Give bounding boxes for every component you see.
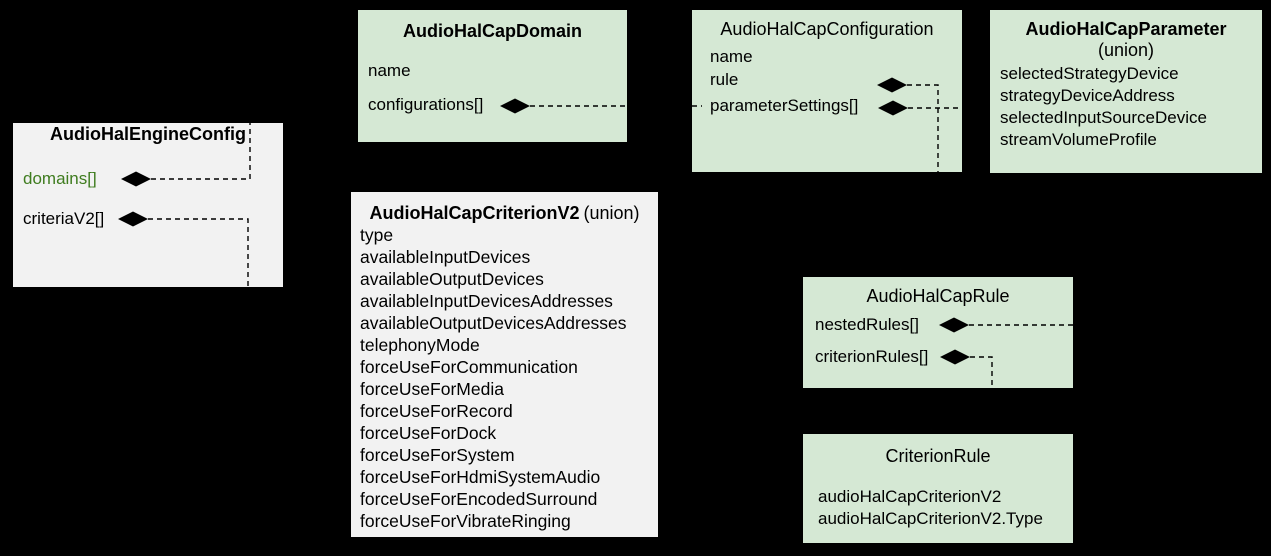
class-box-criterionrule: CriterionRule audioHalCapCriterionV2 aud… [803, 434, 1073, 543]
field-domains: domains[] [23, 169, 97, 188]
class-box-audiohalcapcriterionv2: AudioHalCapCriterionV2(union) type avail… [351, 192, 658, 537]
field-selectedinputsourcedevice: selectedInputSourceDevice [1000, 108, 1207, 127]
class-title: AudioHalCapRule [866, 286, 1010, 306]
field-availableoutputdevices: availableOutputDevices [360, 269, 544, 289]
field-criterionrules: criterionRules[] [815, 347, 929, 366]
field-telephonymode: telephonyMode [360, 335, 480, 355]
field-selectedstrategydevice: selectedStrategyDevice [1000, 64, 1179, 83]
field-forceuseforrecord: forceUseForRecord [360, 401, 513, 421]
field-forceuseforsystem: forceUseForSystem [360, 445, 515, 465]
class-subtitle-union: (union) [1097, 40, 1155, 60]
field-forceuseformedia: forceUseForMedia [360, 379, 504, 399]
field-forceuseforvibrateringing: forceUseForVibrateRinging [360, 511, 571, 531]
field-name: name [368, 61, 411, 80]
field-availableinputdevices: availableInputDevices [360, 247, 531, 267]
class-title: AudioHalEngineConfig [50, 124, 246, 144]
field-type: type [360, 225, 394, 245]
class-box-audiohalcapparameter: AudioHalCapParameter (union) selectedStr… [990, 10, 1262, 173]
class-title-name: AudioHalCapCriterionV2 [369, 203, 580, 223]
field-parametersettings: parameterSettings[] [710, 96, 859, 115]
field-forceuseforencodedsurround: forceUseForEncodedSurround [360, 489, 598, 509]
class-box-audiohalcapdomain: AudioHalCapDomain name configurations[] [358, 10, 627, 142]
class-title: AudioHalCapCriterionV2(union) [351, 202, 658, 224]
class-title: AudioHalCapConfiguration [720, 19, 934, 39]
class-box-audiohalcaprule: AudioHalCapRule nestedRules[] criterionR… [803, 277, 1073, 388]
field-availableoutputdevicesaddresses: availableOutputDevicesAddresses [360, 313, 627, 333]
class-subtitle-union: (union) [583, 203, 640, 223]
field-streamvolumeprofile: streamVolumeProfile [1000, 130, 1157, 149]
field-forceuseforcommunication: forceUseForCommunication [360, 357, 578, 377]
field-strategydeviceaddress: strategyDeviceAddress [1000, 86, 1175, 105]
field-availableinputdevicesaddresses: availableInputDevicesAddresses [360, 291, 613, 311]
class-box-audiohalcapconfiguration: AudioHalCapConfiguration name rule param… [692, 10, 962, 172]
class-title: CriterionRule [885, 446, 991, 466]
class-box-audiohalengineconfig: AudioHalEngineConfig domains[] criteriaV… [13, 123, 283, 287]
field-forceuseforhdmisystemaudio: forceUseForHdmiSystemAudio [360, 467, 601, 487]
field-configurations: configurations[] [368, 95, 484, 114]
field-nestedrules: nestedRules[] [815, 315, 919, 334]
field-audiohalcapcriterionv2: audioHalCapCriterionV2 [818, 487, 1002, 506]
field-name: name [710, 47, 753, 66]
field-audiohalcapcriterionv2-type: audioHalCapCriterionV2.Type [818, 509, 1043, 528]
field-criteriav2: criteriaV2[] [23, 209, 105, 228]
field-rule: rule [710, 70, 739, 89]
class-title: AudioHalCapParameter [1025, 19, 1227, 39]
class-title: AudioHalCapDomain [402, 21, 582, 41]
field-forceusefordock: forceUseForDock [360, 423, 497, 443]
